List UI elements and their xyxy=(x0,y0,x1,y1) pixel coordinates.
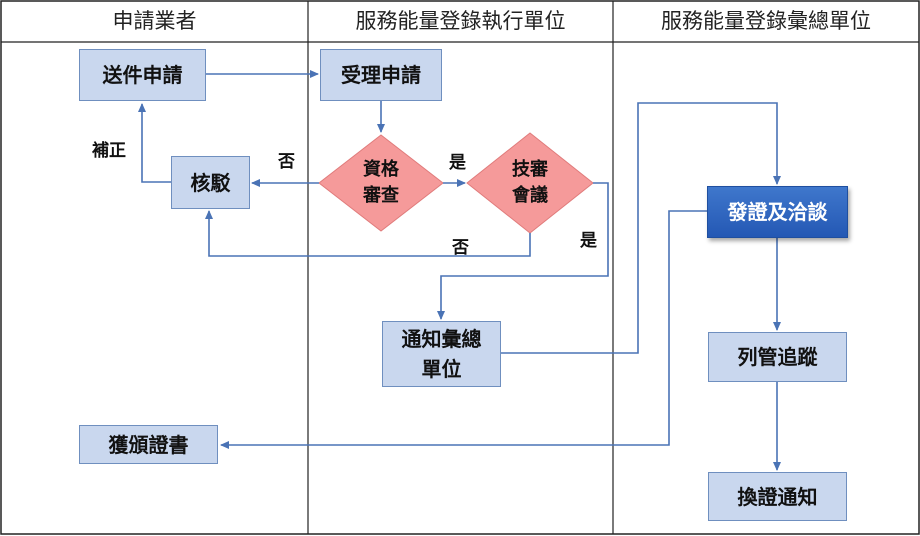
node-tech-review-meeting: 技審 會議 xyxy=(512,159,548,206)
node-qualification-check: 資格 審查 xyxy=(363,159,399,206)
arrow-tech-yes-to-notify xyxy=(437,182,609,320)
node-issue-certificate-negotiate: 發證及洽談 xyxy=(707,186,848,238)
arrow-review-to-submit xyxy=(138,103,171,183)
qualification-diamond xyxy=(318,134,444,232)
node-renewal-notice: 換證通知 xyxy=(708,472,847,521)
label-supplement: 補正 xyxy=(92,141,126,161)
node-receive-certificate: 獲頒證書 xyxy=(79,425,218,464)
label-qualification-no: 否 xyxy=(278,152,295,172)
lane-header-executing-unit: 服務能量登錄執行單位 xyxy=(355,9,566,33)
arrow-tech-no-to-review xyxy=(205,210,531,257)
arrow-issue-to-receive xyxy=(220,210,707,449)
node-review: 核駁 xyxy=(171,156,250,209)
arrow-notify-to-issue xyxy=(501,102,781,354)
lane-header-summary-unit: 服務能量登錄彙總單位 xyxy=(661,9,871,33)
label-tech-yes: 是 xyxy=(580,231,597,251)
node-track-management: 列管追蹤 xyxy=(708,332,847,382)
node-notify-summary-unit: 通知彙總 單位 xyxy=(382,321,501,387)
label-qualification-yes: 是 xyxy=(449,153,466,173)
node-submit-application: 送件申請 xyxy=(79,49,206,101)
lane-header-applicant: 申請業者 xyxy=(112,9,197,33)
label-tech-no: 否 xyxy=(452,238,469,258)
node-accept-application: 受理申請 xyxy=(320,49,442,101)
